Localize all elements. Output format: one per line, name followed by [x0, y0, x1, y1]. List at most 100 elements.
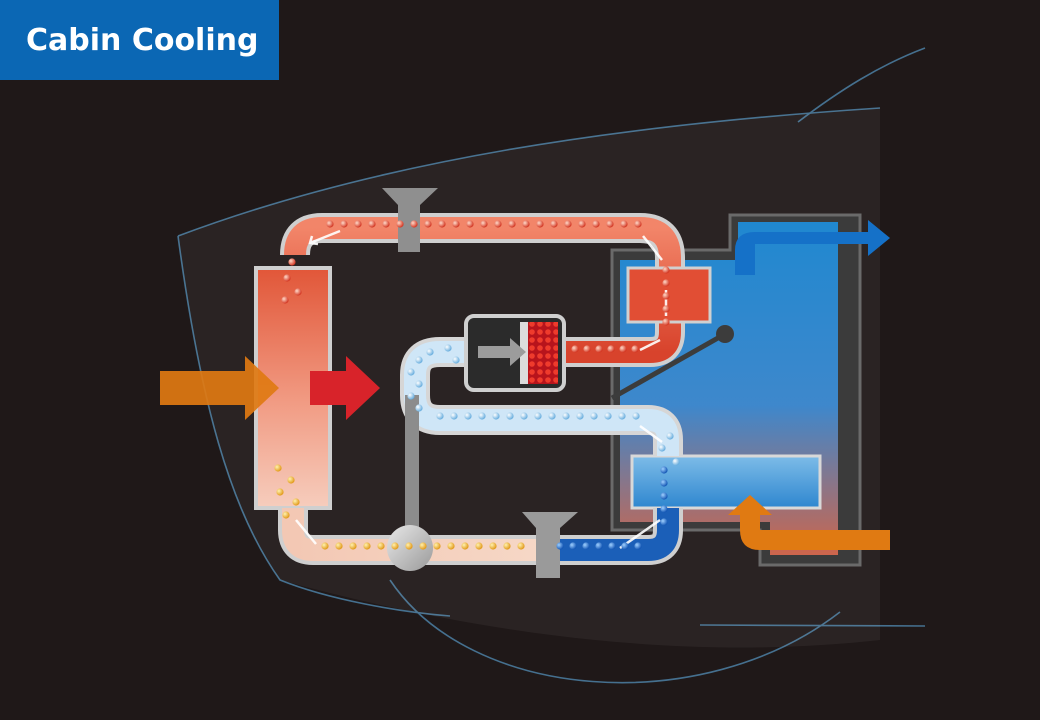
refrigerant-particle [349, 542, 357, 550]
refrigerant-particle [576, 412, 584, 420]
refrigerant-particle [520, 412, 528, 420]
refrigerant-particle [276, 488, 284, 496]
refrigerant-particle [662, 305, 670, 313]
title-badge: Cabin Cooling [0, 0, 279, 80]
refrigerant-particle [466, 220, 474, 228]
refrigerant-particle [377, 542, 385, 550]
top-valve [382, 188, 438, 252]
refrigerant-particle [660, 466, 668, 474]
refrigerant-particle [382, 220, 390, 228]
hot-refrigerant-pipe [280, 213, 685, 367]
refrigerant-particle [607, 345, 615, 353]
refrigerant-particle [287, 476, 295, 484]
refrigerant-particle [508, 220, 516, 228]
refrigerant-particle [606, 220, 614, 228]
refrigerant-particle [340, 220, 348, 228]
refrigerant-particle [662, 279, 670, 287]
refrigerant-particle [619, 345, 627, 353]
refrigerant-particle [447, 542, 455, 550]
refrigerant-particle [288, 258, 296, 266]
refrigerant-particle [620, 220, 628, 228]
refrigerant-particle [660, 518, 668, 526]
refrigerant-particle [410, 220, 418, 228]
refrigerant-particle [407, 368, 415, 376]
refrigerant-particle [292, 498, 300, 506]
refrigerant-particle [660, 505, 668, 513]
refrigerant-particle [536, 220, 544, 228]
refrigerant-particle [632, 412, 640, 420]
refrigerant-particle [672, 458, 680, 466]
refrigerant-particle [464, 412, 472, 420]
refrigerant-particle [660, 479, 668, 487]
refrigerant-particle [503, 542, 511, 550]
refrigerant-particle [569, 542, 577, 550]
blue-arrow-icon [735, 220, 890, 275]
refrigerant-particle [294, 288, 302, 296]
refrigerant-particle [415, 404, 423, 412]
refrigerant-particle [363, 542, 371, 550]
refrigerant-particle [550, 220, 558, 228]
refrigerant-particle [595, 542, 603, 550]
refrigerant-particle [595, 345, 603, 353]
refrigerant-particle [506, 412, 514, 420]
refrigerant-particle [419, 542, 427, 550]
refrigerant-particle [564, 220, 572, 228]
refrigerant-particle [548, 412, 556, 420]
refrigerant-particle [489, 542, 497, 550]
refrigerant-particle [608, 542, 616, 550]
refrigerant-particle [444, 344, 452, 352]
refrigerant-particle [452, 220, 460, 228]
refrigerant-particle [522, 220, 530, 228]
bottom-pipe [278, 508, 683, 565]
refrigerant-particle [436, 412, 444, 420]
evaporator [630, 454, 822, 510]
refrigerant-particle [426, 348, 434, 356]
refrigerant-particle [415, 356, 423, 364]
refrigerant-particle [480, 220, 488, 228]
refrigerant-particle [583, 345, 591, 353]
refrigerant-particle [396, 220, 404, 228]
vehicle-outline [177, 47, 926, 684]
compressor [464, 314, 566, 392]
refrigerant-particle [592, 220, 600, 228]
refrigerant-particle [634, 542, 642, 550]
refrigerant-particle [571, 345, 579, 353]
bottom-valve [522, 512, 578, 578]
refrigerant-particle [534, 412, 542, 420]
refrigerant-particle [662, 266, 670, 274]
refrigerant-particle [578, 220, 586, 228]
refrigerant-particle [562, 412, 570, 420]
refrigerant-particle [335, 542, 343, 550]
orange-return-arrow-icon [728, 495, 890, 550]
refrigerant-particle [282, 511, 290, 519]
page-title: Cabin Cooling [26, 22, 259, 58]
refrigerant-particle [321, 542, 329, 550]
refrigerant-particle [274, 464, 282, 472]
refrigerant-particle [326, 220, 334, 228]
refrigerant-particle [475, 542, 483, 550]
refrigerant-particle [283, 274, 291, 282]
refrigerant-particle [368, 220, 376, 228]
refrigerant-particle [391, 542, 399, 550]
refrigerant-particle [405, 542, 413, 550]
refrigerant-particle [424, 220, 432, 228]
refrigerant-particle [438, 220, 446, 228]
orange-arrow-icon [160, 356, 279, 420]
refrigerant-particle [660, 492, 668, 500]
refrigerant-particle [621, 542, 629, 550]
refrigerant-particle [281, 296, 289, 304]
refrigerant-particles [274, 220, 680, 550]
refrigerant-particle [492, 412, 500, 420]
refrigerant-particle [354, 220, 362, 228]
refrigerant-particle [604, 412, 612, 420]
refrigerant-particle [582, 542, 590, 550]
red-arrow-icon [310, 356, 380, 420]
refrigerant-particle [461, 542, 469, 550]
refrigerant-particle [634, 220, 642, 228]
refrigerant-particle [662, 318, 670, 326]
refrigerant-particle [666, 432, 674, 440]
refrigerant-particle [478, 412, 486, 420]
refrigerant-particle [433, 542, 441, 550]
